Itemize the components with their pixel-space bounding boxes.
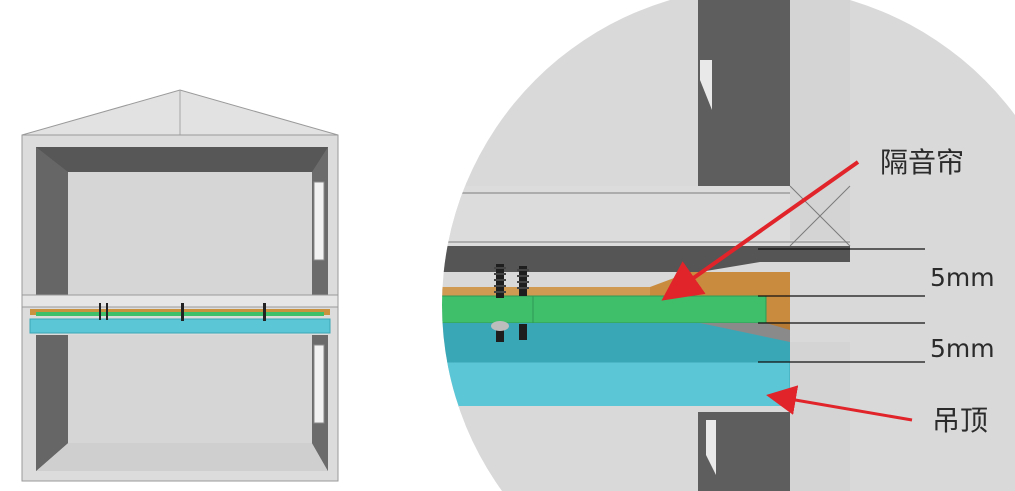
thickness-label-bottom: 5mm	[930, 334, 995, 363]
floor-layers-small	[21, 294, 339, 334]
screws	[491, 264, 529, 342]
lower-room	[36, 335, 328, 471]
upper-room	[36, 147, 328, 295]
house-section-view	[21, 89, 339, 482]
zoom-detail-circle	[442, 0, 1015, 491]
soundproof-curtain-label: 隔音帘	[880, 146, 964, 179]
lower-window	[313, 344, 325, 424]
soundproof-arrow	[661, 160, 860, 301]
ceiling-layer	[442, 361, 791, 413]
wood-layer	[442, 287, 790, 296]
dimension-lines	[758, 248, 925, 363]
ceiling-label: 吊顶	[932, 404, 988, 437]
upper-window	[313, 181, 325, 261]
thickness-label-top: 5mm	[930, 263, 995, 292]
soundproof-layer	[442, 295, 767, 324]
ceiling-arrow	[766, 385, 913, 422]
